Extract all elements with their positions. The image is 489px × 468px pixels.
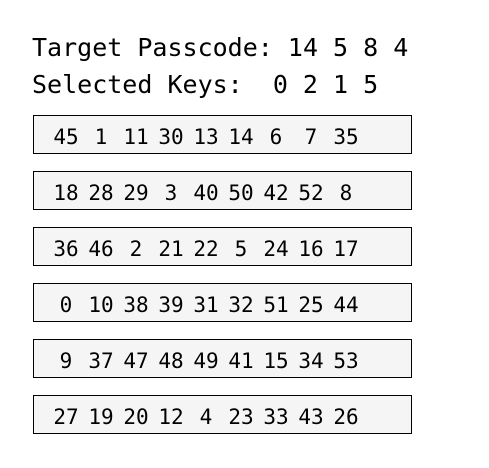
selected-keys-label: Selected Keys: (32, 70, 243, 99)
key-button[interactable]: 16 (298, 237, 324, 261)
key-button[interactable]: 24 (263, 237, 289, 261)
key-button[interactable]: 23 (228, 405, 254, 429)
selected-keys-value: 0 2 1 5 (272, 70, 379, 99)
key-button[interactable]: 39 (158, 293, 184, 317)
key-button[interactable]: 2 (129, 237, 143, 261)
key-button[interactable]: 49 (193, 349, 219, 373)
key-button[interactable]: 30 (158, 125, 184, 149)
key-button[interactable]: 37 (88, 349, 114, 373)
key-row: 9 37 47 48 49 41 15 34 53 (33, 339, 412, 378)
key-button[interactable]: 1 (94, 125, 108, 149)
key-button[interactable]: 28 (88, 181, 114, 205)
key-button[interactable]: 4 (199, 405, 213, 429)
key-button[interactable]: 14 (228, 125, 254, 149)
key-button[interactable]: 8 (339, 181, 353, 205)
key-button[interactable]: 17 (333, 237, 359, 261)
key-button[interactable]: 26 (333, 405, 359, 429)
key-button[interactable]: 46 (88, 237, 114, 261)
target-passcode-value: 14 5 8 4 (287, 33, 409, 62)
key-row: 36 46 2 21 22 5 24 16 17 (33, 227, 412, 266)
key-button[interactable]: 25 (298, 293, 324, 317)
key-row: 27 19 20 12 4 23 33 43 26 (33, 395, 412, 434)
key-button[interactable]: 3 (164, 181, 178, 205)
key-button[interactable]: 31 (193, 293, 219, 317)
key-button[interactable]: 48 (158, 349, 184, 373)
key-button[interactable]: 22 (193, 237, 219, 261)
key-button[interactable]: 34 (298, 349, 324, 373)
key-button[interactable]: 32 (228, 293, 254, 317)
key-button[interactable]: 33 (263, 405, 289, 429)
key-button[interactable]: 7 (304, 125, 318, 149)
key-button[interactable]: 40 (193, 181, 219, 205)
key-button[interactable]: 6 (269, 125, 283, 149)
key-button[interactable]: 20 (123, 405, 149, 429)
key-button[interactable]: 43 (298, 405, 324, 429)
key-button[interactable]: 0 (59, 293, 73, 317)
target-passcode-label: Target Passcode: (32, 33, 273, 62)
key-button[interactable]: 11 (123, 125, 149, 149)
key-button[interactable]: 27 (53, 405, 79, 429)
key-button[interactable]: 13 (193, 125, 219, 149)
key-button[interactable]: 51 (263, 293, 289, 317)
key-button[interactable]: 9 (59, 349, 73, 373)
key-button[interactable]: 29 (123, 181, 149, 205)
target-passcode-line: Target Passcode: 14 5 8 4 (32, 33, 408, 63)
key-button[interactable]: 10 (88, 293, 114, 317)
key-button[interactable]: 19 (88, 405, 114, 429)
key-button[interactable]: 45 (53, 125, 79, 149)
key-button[interactable]: 41 (228, 349, 254, 373)
key-row: 0 10 38 39 31 32 51 25 44 (33, 283, 412, 322)
key-button[interactable]: 12 (158, 405, 184, 429)
key-button[interactable]: 42 (263, 181, 289, 205)
key-button[interactable]: 50 (228, 181, 254, 205)
key-button[interactable]: 15 (263, 349, 289, 373)
key-button[interactable]: 5 (234, 237, 248, 261)
key-button[interactable]: 52 (298, 181, 324, 205)
key-button[interactable]: 38 (123, 293, 149, 317)
key-button[interactable]: 35 (333, 125, 359, 149)
key-button[interactable]: 18 (53, 181, 79, 205)
key-button[interactable]: 36 (53, 237, 79, 261)
selected-keys-line: Selected Keys: 0 2 1 5 (32, 70, 378, 100)
key-button[interactable]: 21 (158, 237, 184, 261)
key-row: 18 28 29 3 40 50 42 52 8 (33, 171, 412, 210)
key-button[interactable]: 44 (333, 293, 359, 317)
key-button[interactable]: 47 (123, 349, 149, 373)
key-button[interactable]: 53 (333, 349, 359, 373)
